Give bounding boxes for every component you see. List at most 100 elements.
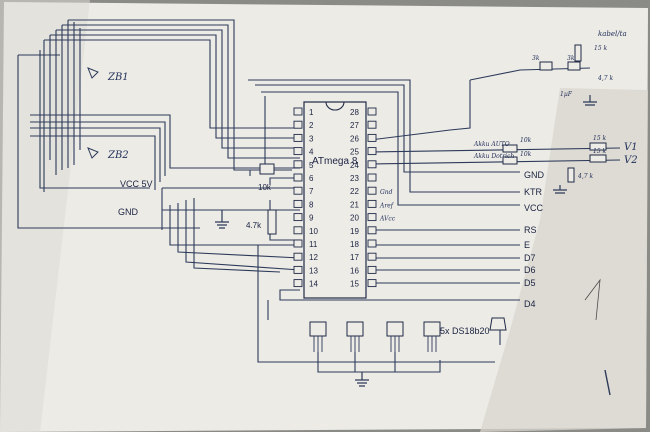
right-pin-number: 20 (350, 214, 359, 223)
top-r-4k7: 4,7 k (597, 75, 613, 82)
left-pin-number: 7 (309, 187, 314, 196)
right-pin-number: 16 (350, 266, 359, 275)
atmega8-chip: ATmega 8 (303, 101, 367, 299)
right-pin-17 (367, 252, 377, 261)
ground-symbols (215, 95, 597, 387)
left-pin-number: 3 (309, 134, 314, 143)
left-pin-number: 13 (309, 266, 318, 275)
left-pin-number: 8 (309, 200, 314, 209)
vcc-label: VCC 5V (120, 179, 153, 189)
right-pin-20 (367, 213, 377, 222)
right-pin-21 (367, 199, 377, 208)
top-note: kabel/ta (598, 30, 627, 38)
left-pin-12 (293, 252, 303, 261)
v2-label: V2 (624, 155, 638, 166)
ds18b20-sensors (309, 317, 507, 352)
right-pin-number: 28 (350, 108, 359, 117)
v1-label: V1 (624, 142, 638, 153)
sensor-package-hand (489, 317, 507, 331)
resistor-4k7-label: 4.7k (246, 221, 262, 230)
left-pin-8 (293, 199, 303, 208)
zb1-label: ZB1 (107, 72, 129, 83)
left-pin-3 (293, 133, 303, 142)
right-pin-28 (367, 107, 377, 116)
r-b2-label: 15 k (593, 148, 607, 155)
right-pin-16 (367, 265, 377, 274)
connector-rs: RS (524, 225, 537, 235)
r-a1-label: 10k (520, 137, 532, 144)
left-pin-5 (293, 160, 303, 169)
connector-d7: D7 (524, 253, 536, 263)
right-pin-number: 22 (350, 187, 359, 196)
sensor-package (346, 321, 364, 337)
right-pin-23 (367, 173, 377, 182)
connector-e: E (524, 240, 530, 250)
left-pin-7 (293, 186, 303, 195)
left-pin-number: 9 (309, 214, 314, 223)
left-pin-number: 11 (309, 240, 318, 249)
right-pin-15 (367, 279, 377, 288)
connector-d5: D5 (524, 278, 536, 288)
connector-gnd: GND (524, 170, 545, 180)
left-pin-10 (293, 226, 303, 235)
right-pin-number: 24 (350, 161, 359, 170)
segment-symbols (87, 67, 99, 159)
r-b1-label: 15 k (593, 135, 607, 142)
left-pin-14 (293, 279, 303, 288)
connector-d4: D4 (524, 299, 536, 309)
wires (17, 19, 621, 373)
top-r-3k-a: 3k (532, 55, 540, 62)
right-pin-24 (367, 160, 377, 169)
left-pin-number: 10 (309, 227, 318, 236)
r-c1-label: 4,7 k (577, 173, 593, 180)
left-pin-6 (293, 173, 303, 182)
connector-ktr: KTR (524, 187, 543, 197)
sensor-package (386, 321, 404, 337)
right-pin-26 (367, 133, 377, 142)
left-pin-9 (293, 213, 303, 222)
left-pin-11 (293, 239, 303, 248)
sensor-package (309, 321, 327, 337)
left-pin-2 (293, 120, 303, 129)
left-pin-4 (293, 147, 303, 156)
right-pin-18 (367, 239, 377, 248)
left-pin-number: 5 (309, 161, 314, 170)
zb2-label: ZB2 (107, 150, 129, 161)
r-a2-label: 10k (520, 151, 532, 158)
gnd-label: GND (118, 207, 139, 217)
top-cap: 1µF (560, 91, 573, 98)
right-pin-function: AVcc (379, 216, 396, 223)
left-pin-13 (293, 265, 303, 274)
top-r-15k: 15 k (594, 45, 608, 52)
right-pin-number: 23 (350, 174, 359, 183)
sensor-package (423, 321, 441, 337)
right-pin-27 (367, 120, 377, 129)
right-pin-number: 18 (350, 240, 359, 249)
right-pin-22 (367, 186, 377, 195)
input1-note: Akku AUTO (473, 141, 510, 148)
left-pin-number: 1 (309, 108, 314, 117)
left-pin-number: 12 (309, 253, 318, 262)
left-pin-number: 6 (309, 174, 314, 183)
left-pin-number: 4 (309, 148, 314, 157)
right-pin-number: 26 (350, 134, 359, 143)
sensor-label: 5x DS18b20 (440, 326, 490, 336)
right-pin-number: 17 (350, 253, 359, 262)
connector-vcc: VCC (524, 203, 544, 213)
right-pin-number: 27 (350, 121, 359, 130)
left-pin-number: 2 (309, 121, 314, 130)
right-pin-number: 19 (350, 227, 359, 236)
right-pin-19 (367, 226, 377, 235)
right-pin-function: Gnd (380, 189, 393, 196)
right-pin-number: 15 (350, 280, 359, 289)
right-pin-25 (367, 147, 377, 156)
right-pin-number: 25 (350, 148, 359, 157)
right-pin-number: 21 (350, 200, 359, 209)
connector-d6: D6 (524, 265, 536, 275)
input2-note: Akku Dotrich (473, 153, 514, 160)
left-pin-1 (293, 107, 303, 116)
chip-name: ATmega 8 (312, 156, 358, 167)
